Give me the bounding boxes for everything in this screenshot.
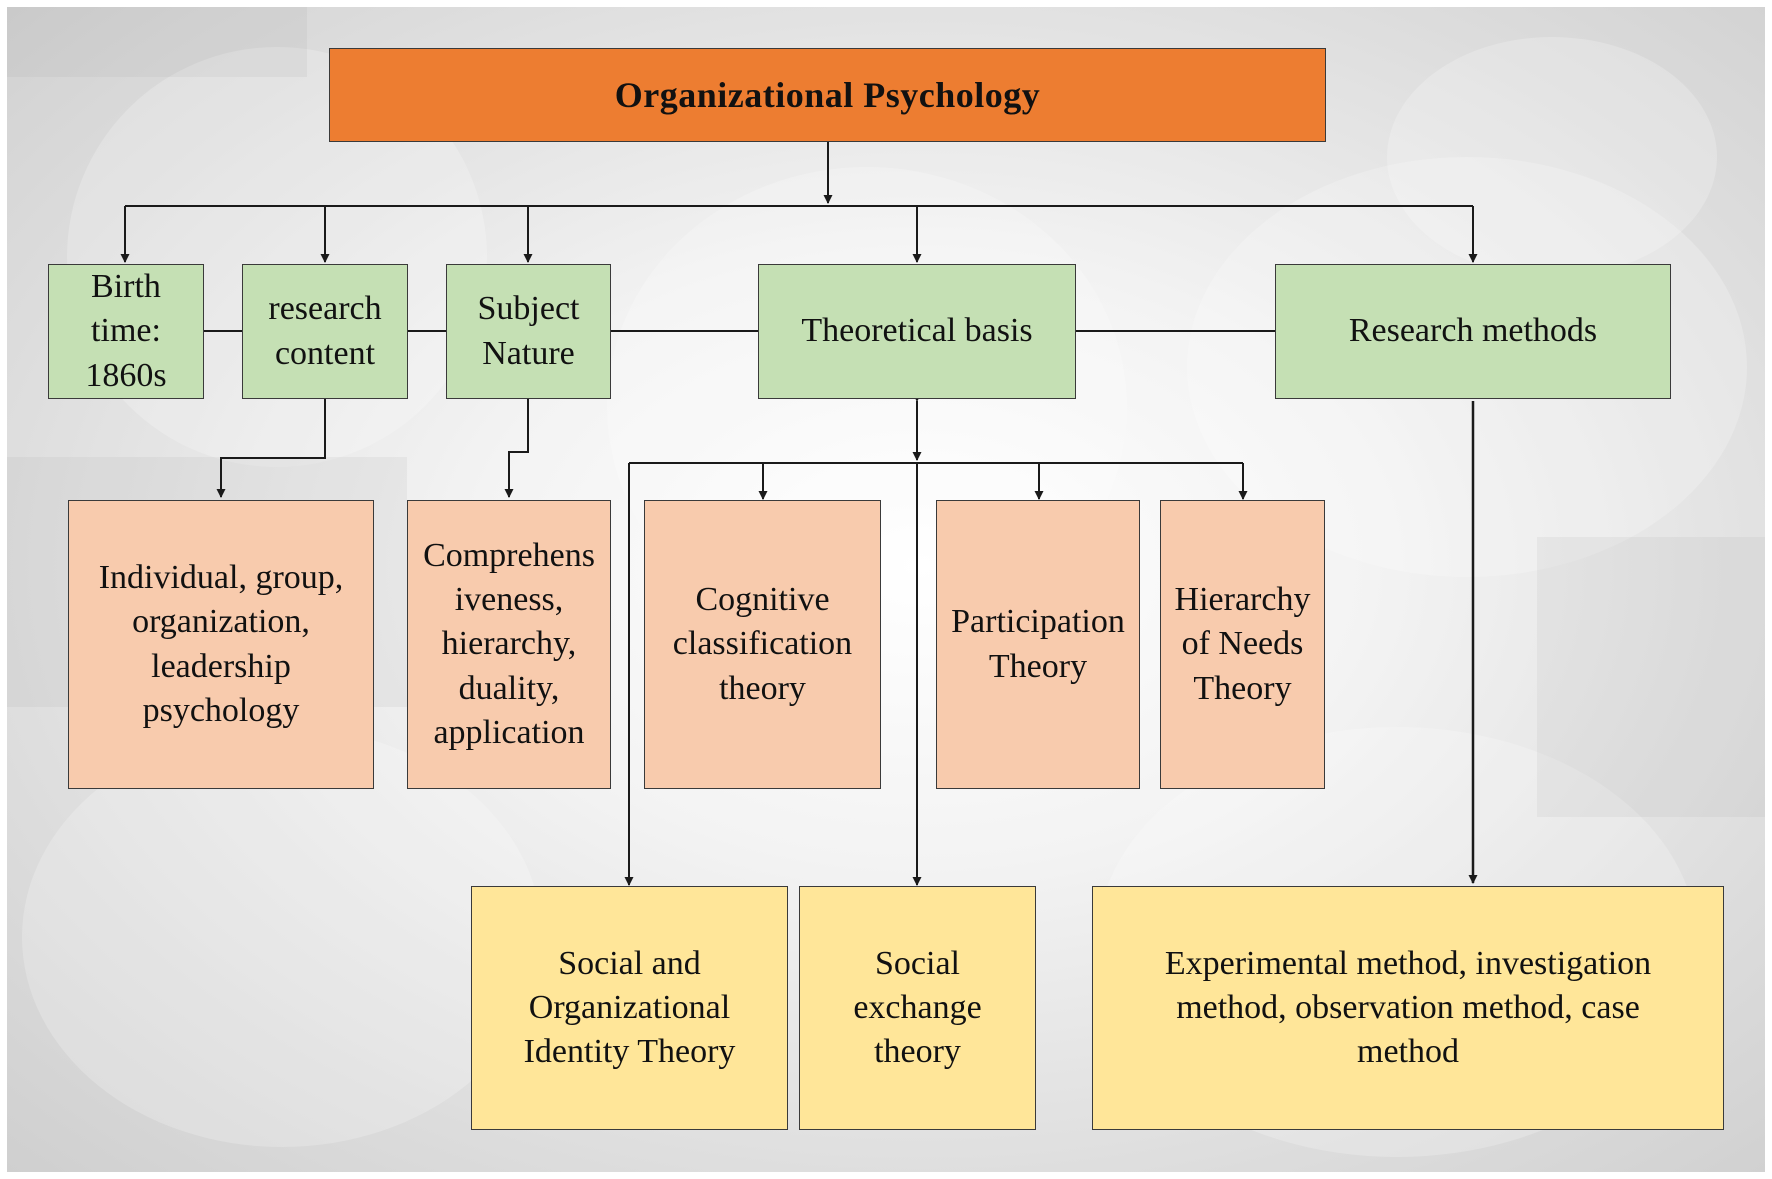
participation-theory-node: Participation Theory	[936, 500, 1140, 789]
background-panel	[7, 7, 307, 77]
hierarchy-needs-node: Hierarchy of Needs Theory	[1160, 500, 1325, 789]
background-ellipse	[1387, 37, 1717, 277]
background-panel	[1537, 537, 1765, 817]
arrow-to-nature-detail	[504, 399, 529, 498]
content-detail-node: Individual, group, organization, leaders…	[68, 500, 374, 789]
social-exchange-node: Social exchange theory	[799, 886, 1036, 1130]
social-identity-node: Social and Organizational Identity Theor…	[471, 886, 788, 1130]
nature-detail-node: Comprehens iveness, hierarchy, duality, …	[407, 500, 611, 789]
root-node: Organizational Psychology	[329, 48, 1326, 142]
arrow-to-content-detail	[216, 399, 326, 498]
subject-nature-node: Subject Nature	[446, 264, 611, 399]
research-methods-detail-node: Experimental method, investigation metho…	[1092, 886, 1724, 1130]
background-ellipse	[22, 727, 542, 1147]
research-methods-node: Research methods	[1275, 264, 1671, 399]
birth-time-node: Birth time: 1860s	[48, 264, 204, 399]
theoretical-basis-node: Theoretical basis	[758, 264, 1076, 399]
cognitive-theory-node: Cognitive classification theory	[644, 500, 881, 789]
research-content-node: research content	[242, 264, 408, 399]
